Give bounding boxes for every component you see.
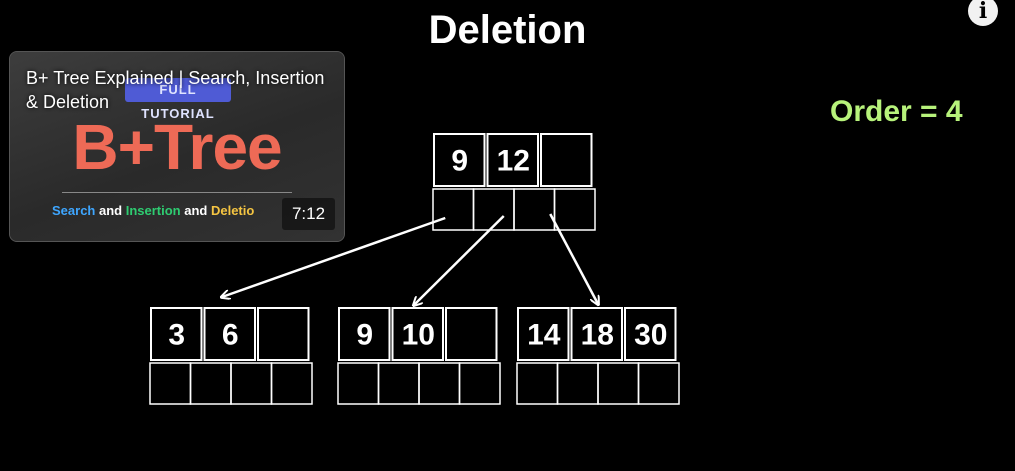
child-1-pointer-cell (270, 362, 313, 405)
tree-edge-arrow (549, 213, 598, 304)
video-thumbnail: FULL TUTORIAL B+Tree Search and Insertio… (10, 52, 344, 241)
child-2-pointer-cell (458, 362, 501, 405)
root-pointer-cell (513, 188, 556, 231)
thumbnail-subtitle-part: and (180, 203, 211, 218)
child-2-pointer-cell (377, 362, 420, 405)
child-2-key-cell (445, 307, 498, 361)
child-1-key-cell (150, 307, 203, 361)
child-3-pointer-cell (597, 362, 640, 405)
order-label: Order = 4 (830, 95, 963, 128)
page-title: Deletion (428, 8, 587, 52)
root-key-cell (540, 133, 593, 187)
thumbnail-subtitle: Search and Insertion and Deletio (52, 203, 254, 218)
child-1-pointer-cell (189, 362, 232, 405)
thumbnail-subtitle-part: and (95, 203, 126, 218)
child-1-key-cell (257, 307, 310, 361)
child-2-pointer-cell (337, 362, 380, 405)
thumbnail-headline: B+Tree (72, 111, 282, 183)
child-3-pointer-cell (637, 362, 680, 405)
root-key-cell (486, 133, 539, 187)
child-3-key: 18 (581, 318, 614, 351)
child-1-pointer-cell (230, 362, 273, 405)
child-3-key: 30 (634, 318, 667, 351)
child-1-key-cell (203, 307, 256, 361)
root-pointer-cell (432, 188, 475, 231)
child-2-key: 10 (402, 318, 435, 351)
child-3-key-cell (570, 307, 623, 361)
video-title[interactable]: B+ Tree Explained | Search, Insertion & … (26, 68, 325, 112)
video-card[interactable]: FULL TUTORIAL B+Tree Search and Insertio… (9, 51, 345, 242)
child-3-key-cell (517, 307, 570, 361)
child-1-key: 3 (168, 318, 185, 351)
root-pointer-cell (472, 188, 515, 231)
thumbnail-badge: FULL TUTORIAL (125, 78, 231, 121)
tree-edge-arrow (222, 216, 446, 297)
child-3-key-cell (624, 307, 677, 361)
child-2-pointer-cell (418, 362, 461, 405)
thumbnail-subtitle-part: Deletio (210, 203, 255, 218)
child-1-key: 6 (222, 318, 239, 351)
child-2-key-cell (391, 307, 444, 361)
info-icon[interactable]: i (968, 0, 998, 26)
child-3-pointer-cell (516, 362, 559, 405)
child-1-pointer-cell (149, 362, 192, 405)
root-key: 12 (497, 144, 530, 177)
thumbnail-subtitle-part: Search (52, 203, 96, 218)
thumbnail-subtitle-part: Insertion (125, 203, 181, 218)
child-3-pointer-cell (556, 362, 599, 405)
child-3-key: 14 (527, 318, 561, 351)
root-key-cell (433, 133, 486, 187)
child-2-key-cell (338, 307, 391, 361)
child-2-key: 9 (356, 318, 373, 351)
video-duration: 7:12 (282, 198, 335, 230)
root-pointer-cell (553, 188, 596, 231)
tree-edge-arrow (414, 215, 505, 305)
root-key: 9 (451, 144, 468, 177)
thumbnail-divider (62, 192, 292, 193)
